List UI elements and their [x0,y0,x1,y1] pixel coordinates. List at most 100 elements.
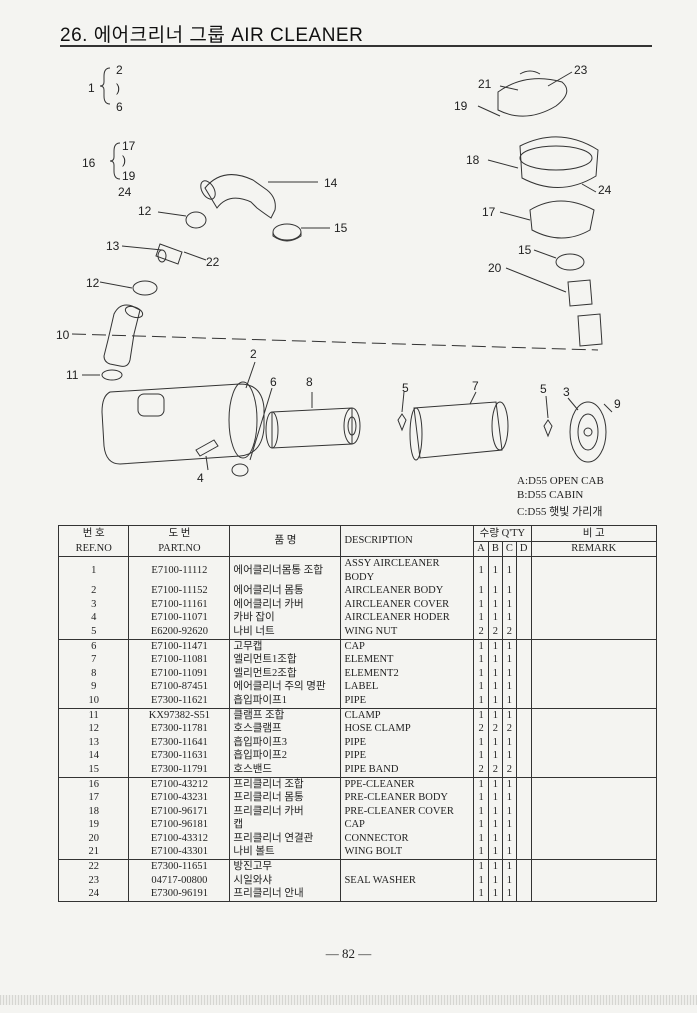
cell-d [515,597,532,612]
page-number: — 82 — [325,946,372,961]
cell-d [515,653,532,667]
cell-remark [530,556,657,585]
cell-a: 1 [473,873,489,888]
cell-c: 1 [501,693,517,709]
svg-text:14: 14 [324,176,338,190]
cell-remark [530,624,657,640]
cell-b: 2 [487,624,503,640]
cell-c: 1 [501,831,517,846]
legend-a: A:D55 OPEN CAB [517,475,604,487]
cell-d [515,708,532,723]
cell-ref: 22 [57,859,130,874]
cell-ref: 10 [57,693,130,709]
cell-d [515,584,532,598]
svg-text:18: 18 [466,153,480,167]
cell-c: 1 [501,749,517,763]
cell-b: 2 [487,762,503,778]
cell-remark [530,735,657,750]
cell-part: E7300-11781 [128,722,231,736]
cell-c: 1 [501,859,517,874]
cell-remark [530,749,657,763]
cell-a: 1 [473,639,489,654]
cell-b: 1 [487,680,503,694]
cell-remark [530,611,657,625]
cell-remark [530,762,657,778]
cell-b: 1 [487,639,503,654]
cell-d [515,887,532,902]
cell-part: E7100-11091 [128,666,231,681]
cell-c: 1 [501,653,517,667]
svg-text:13: 13 [106,239,120,253]
cell-a: 1 [473,653,489,667]
cell-c: 1 [501,584,517,598]
cell-a: 1 [473,708,489,723]
cell-ref: 14 [57,749,130,763]
cell-a: 2 [473,624,489,640]
cell-a: 1 [473,791,489,805]
cell-c: 1 [501,666,517,681]
cell-remark [530,666,657,681]
cell-name: 프리클리너 안내 [229,887,342,902]
cell-desc: PIPE [340,749,475,763]
parts-table: 번 호 REF.NO 도 번 PART.NO 품 명 DESCRIPTION 수… [57,524,657,902]
cell-b: 1 [487,791,503,805]
cell-desc [340,859,475,874]
cell-a: 1 [473,735,489,750]
cell-d [515,611,532,625]
cell-d [515,680,532,694]
cell-b: 1 [487,818,503,832]
cell-remark [530,584,657,598]
cell-c: 1 [501,680,517,694]
cell-a: 1 [473,804,489,819]
cell-part: E7100-11081 [128,653,231,667]
band-15 [272,223,302,241]
cell-desc: AIRCLEANER COVER [340,597,475,612]
cell-b: 1 [487,887,503,902]
svg-text:6: 6 [116,100,123,114]
cell-b: 1 [487,873,503,888]
cell-a: 1 [473,845,489,861]
cell-ref: 19 [57,818,130,832]
cell-d [515,791,532,805]
cell-name: 에어클리너 카버 [229,597,342,612]
remark-header-en: REMARK [530,541,657,557]
cell-remark [530,791,657,805]
cell-name: 흡입파이프3 [229,735,342,750]
cell-ref: 3 [57,597,130,612]
svg-text:5: 5 [402,381,409,395]
qty-c-header: C [501,541,517,557]
cell-c: 1 [501,708,517,723]
cell-a: 1 [473,749,489,763]
cell-c: 1 [501,611,517,625]
cell-c: 2 [501,762,517,778]
cell-d [515,693,532,709]
cell-part: E7300-96191 [128,887,231,902]
cell-b: 1 [487,777,503,792]
cell-a: 2 [473,762,489,778]
cell-remark [530,887,657,902]
cell-d [515,722,532,736]
clamp-12-top [185,211,207,229]
cell-c: 1 [501,873,517,888]
svg-text:7: 7 [472,379,479,393]
aircleaner-body-2 [101,383,265,465]
cell-part: E7100-11152 [128,584,231,598]
bolt-21 [519,70,541,75]
cell-d [515,666,532,681]
cell-b: 1 [487,749,503,763]
cell-b: 1 [487,859,503,874]
cell-a: 1 [473,597,489,612]
cell-part: E7100-96171 [128,804,231,819]
brace-1-6 [99,67,111,105]
cell-desc: ELEMENT [340,653,475,667]
cell-d [515,624,532,640]
cell-name: 캡 [229,818,342,832]
cover-3 [569,401,607,463]
cell-ref: 23 [57,873,130,888]
ref-header: 번 호 REF.NO [57,525,130,557]
